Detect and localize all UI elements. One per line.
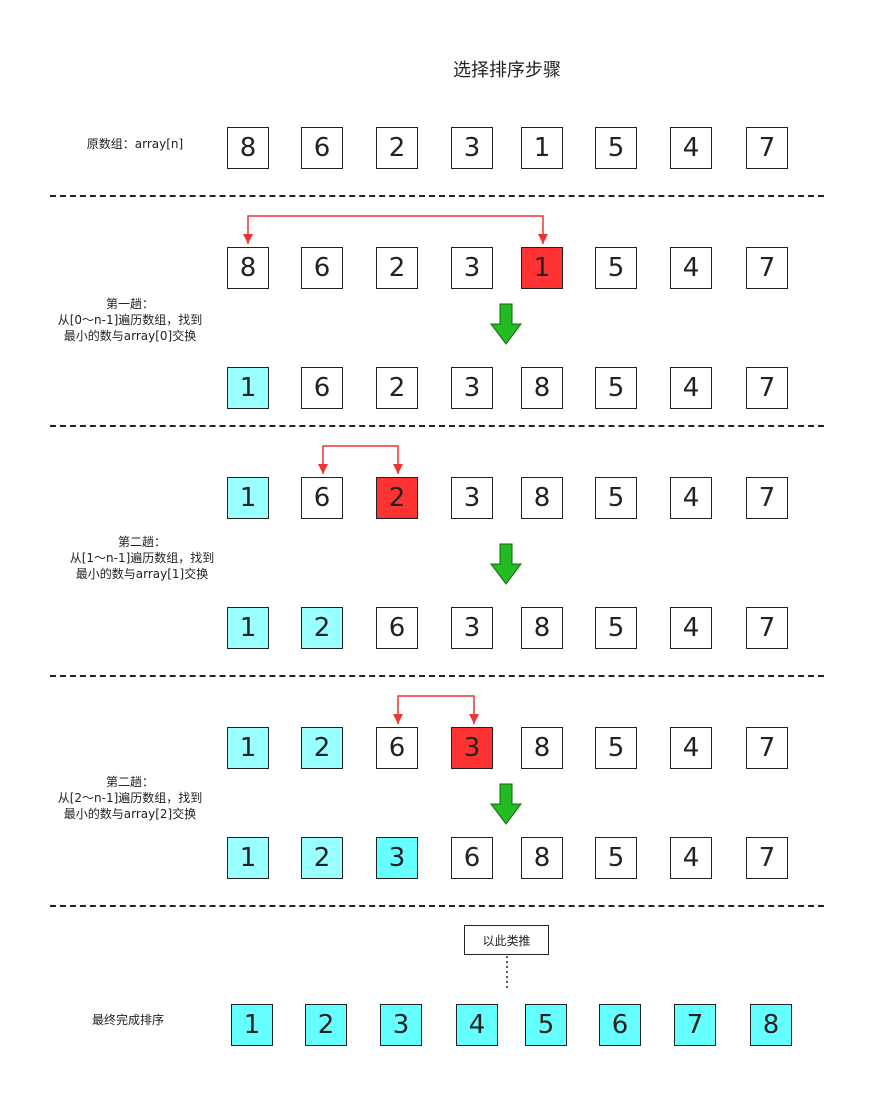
array-cell: 4: [670, 127, 712, 169]
array-cell: 6: [376, 607, 418, 649]
array-cell: 5: [595, 607, 637, 649]
pass1-description: 第一趟： 从[0～n-1]遍历数组，找到 最小的数与array[0]交换: [40, 296, 220, 344]
sorted-cell: 3: [380, 1004, 422, 1046]
array-cell: 2: [376, 127, 418, 169]
array-cell: 3: [451, 367, 493, 409]
section-divider: [50, 675, 824, 677]
array-cell: 6: [301, 127, 343, 169]
sorted-cell: 2: [301, 837, 343, 879]
sorted-cell: 2: [305, 1004, 347, 1046]
pass3-text-line: 最小的数与array[2]交换: [63, 807, 197, 821]
sorted-cell: 8: [750, 1004, 792, 1046]
etc-label: 以此类推: [464, 925, 549, 955]
sorted-cell: 2: [301, 607, 343, 649]
pass1-text-line: 最小的数与array[0]交换: [63, 329, 197, 343]
sorted-cell: 1: [227, 367, 269, 409]
array-cell: 7: [746, 837, 788, 879]
swap-arrow: [393, 695, 479, 724]
array-cell: 4: [670, 367, 712, 409]
array-cell: 7: [746, 607, 788, 649]
array-cell: 4: [670, 727, 712, 769]
section-divider: [50, 195, 824, 197]
array-cell: 7: [746, 127, 788, 169]
array-cell: 5: [595, 367, 637, 409]
final-label: 最终完成排序: [91, 1013, 164, 1027]
array-cell: 2: [376, 247, 418, 289]
sorted-cell: 1: [227, 477, 269, 519]
array-cell: 5: [595, 127, 637, 169]
down-arrow-icon: [490, 543, 522, 585]
pass1-title: 第一趟：: [105, 297, 154, 311]
array-cell: 8: [521, 837, 563, 879]
array-cell: 8: [521, 477, 563, 519]
section-divider: [50, 425, 824, 427]
original-array-label: 原数组：array[n]: [86, 137, 184, 151]
diagram-title: 选择排序步骤: [453, 60, 561, 81]
down-arrow-icon: [490, 783, 522, 825]
section-divider: [50, 905, 824, 907]
sorted-cell: 1: [227, 607, 269, 649]
array-cell: 6: [301, 477, 343, 519]
array-cell: 3: [451, 127, 493, 169]
array-cell: 7: [746, 477, 788, 519]
array-cell: 4: [670, 477, 712, 519]
array-cell: 7: [746, 727, 788, 769]
array-cell: 7: [746, 367, 788, 409]
array-cell: 6: [451, 837, 493, 879]
array-cell: 5: [595, 727, 637, 769]
array-cell: 7: [746, 247, 788, 289]
array-cell: 8: [521, 367, 563, 409]
pass2-title: 第二趟：: [117, 535, 166, 549]
array-cell: 5: [595, 837, 637, 879]
array-cell: 6: [376, 727, 418, 769]
array-cell: 2: [376, 367, 418, 409]
array-cell: 8: [227, 127, 269, 169]
pass3-description: 第二趟： 从[2～n-1]遍历数组，找到 最小的数与array[2]交换: [40, 774, 220, 822]
down-arrow-icon: [490, 303, 522, 345]
array-cell: 4: [670, 607, 712, 649]
sorted-cell: 4: [456, 1004, 498, 1046]
array-cell: 5: [595, 477, 637, 519]
array-cell: 4: [670, 247, 712, 289]
array-cell: 1: [521, 127, 563, 169]
array-cell: 3: [451, 247, 493, 289]
pass2-text-line: 从[1～n-1]遍历数组，找到: [69, 551, 215, 565]
array-cell: 3: [451, 607, 493, 649]
sorted-cell: 1: [231, 1004, 273, 1046]
swap-arrow: [318, 445, 403, 474]
sorted-cell: 6: [599, 1004, 641, 1046]
sorted-cell: 7: [674, 1004, 716, 1046]
array-cell: 3: [451, 477, 493, 519]
sorted-cell: 1: [227, 837, 269, 879]
array-cell: 8: [521, 727, 563, 769]
sorted-cell: 5: [525, 1004, 567, 1046]
min-value-cell: 3: [451, 727, 493, 769]
array-cell: 6: [301, 247, 343, 289]
pass1-text-line: 从[0～n-1]遍历数组，找到: [57, 313, 203, 327]
sorted-cell: 3: [376, 837, 418, 879]
swap-arrow: [243, 215, 548, 244]
array-cell: 8: [521, 607, 563, 649]
array-cell: 8: [227, 247, 269, 289]
sorted-cell: 1: [227, 727, 269, 769]
min-value-cell: 1: [521, 247, 563, 289]
min-value-cell: 2: [376, 477, 418, 519]
pass3-title: 第二趟：: [105, 775, 154, 789]
array-cell: 5: [595, 247, 637, 289]
array-cell: 6: [301, 367, 343, 409]
array-cell: 4: [670, 837, 712, 879]
pass2-description: 第二趟： 从[1～n-1]遍历数组，找到 最小的数与array[1]交换: [52, 534, 232, 582]
pass2-text-line: 最小的数与array[1]交换: [75, 567, 209, 581]
sorted-cell: 2: [301, 727, 343, 769]
pass3-text-line: 从[2～n-1]遍历数组，找到: [57, 791, 203, 805]
